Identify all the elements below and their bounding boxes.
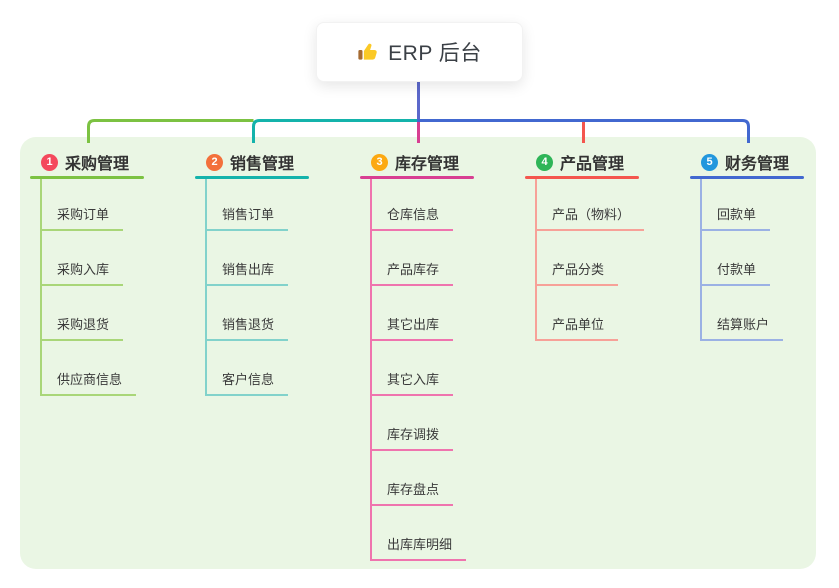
branch-number-badge: 2 [206, 153, 223, 171]
child-node[interactable]: 产品库存 [370, 256, 454, 286]
child-node[interactable]: 出库库明细 [370, 531, 467, 561]
child-node-label: 客户信息 [222, 372, 275, 387]
child-node[interactable]: 产品单位 [535, 311, 619, 341]
child-node[interactable]: 库存盘点 [370, 476, 454, 506]
branch-underline [690, 176, 804, 179]
branch-title: 采购管理 [65, 156, 130, 173]
child-node-label: 产品单位 [552, 317, 605, 332]
child-node[interactable]: 库存调拨 [370, 421, 454, 451]
child-node[interactable]: 其它出库 [370, 311, 454, 341]
child-node-label: 产品库存 [387, 262, 440, 277]
child-node[interactable]: 其它入库 [370, 366, 454, 396]
branch-node-1[interactable]: 1 采购管理 [41, 150, 129, 174]
child-node-label: 库存盘点 [387, 482, 440, 497]
mindmap-background-panel [20, 137, 816, 569]
branch-number-badge: 4 [536, 153, 553, 171]
branch-underline [525, 176, 639, 179]
child-node-label: 结算账户 [717, 317, 770, 332]
child-node-label: 采购订单 [57, 207, 110, 222]
branch-child-connector [205, 179, 207, 396]
branch-node-5[interactable]: 5 财务管理 [701, 150, 789, 174]
child-node-label: 产品分类 [552, 262, 605, 277]
child-node[interactable]: 产品分类 [535, 256, 619, 286]
child-node[interactable]: 仓库信息 [370, 201, 454, 231]
child-node[interactable]: 付款单 [700, 256, 771, 286]
child-node-label: 产品（物料） [552, 207, 631, 222]
branch-title: 库存管理 [395, 156, 460, 173]
child-node[interactable]: 结算账户 [700, 311, 784, 341]
branch-underline [30, 176, 144, 179]
child-node[interactable]: 销售出库 [205, 256, 289, 286]
child-node-label: 销售退货 [222, 317, 275, 332]
child-node-label: 出库库明细 [387, 537, 453, 552]
branch-underline [360, 176, 474, 179]
child-node[interactable]: 销售订单 [205, 201, 289, 231]
child-node-label: 采购退货 [57, 317, 110, 332]
branch-node-2[interactable]: 2 销售管理 [206, 150, 294, 174]
branch-title: 销售管理 [230, 156, 295, 173]
child-node-label: 库存调拨 [387, 427, 440, 442]
branch-node-4[interactable]: 4 产品管理 [536, 150, 624, 174]
thumbs-up-icon [358, 43, 377, 60]
branch-child-connector [535, 179, 537, 341]
child-node[interactable]: 采购入库 [40, 256, 124, 286]
child-node[interactable]: 产品（物料） [535, 201, 645, 231]
branch-number-badge: 1 [41, 153, 58, 171]
child-node[interactable]: 回款单 [700, 201, 771, 231]
child-node[interactable]: 销售退货 [205, 311, 289, 341]
branch-node-3[interactable]: 3 库存管理 [371, 150, 459, 174]
child-node-label: 销售订单 [222, 207, 275, 222]
child-node-label: 供应商信息 [57, 372, 123, 387]
child-node-label: 销售出库 [222, 262, 275, 277]
child-node-label: 回款单 [717, 207, 757, 222]
branch-underline [195, 176, 309, 179]
child-node-label: 付款单 [717, 262, 757, 277]
child-node[interactable]: 采购订单 [40, 201, 124, 231]
child-node-label: 其它出库 [387, 317, 440, 332]
branch-number-badge: 5 [701, 153, 718, 171]
child-node[interactable]: 客户信息 [205, 366, 289, 396]
root-node[interactable]: ERP 后台 [316, 22, 523, 82]
child-node[interactable]: 采购退货 [40, 311, 124, 341]
branch-child-connector [700, 179, 702, 341]
child-node-label: 采购入库 [57, 262, 110, 277]
branch-number-badge: 3 [371, 153, 388, 171]
child-node-label: 仓库信息 [387, 207, 440, 222]
branch-title: 财务管理 [725, 156, 790, 173]
child-node-label: 其它入库 [387, 372, 440, 387]
root-label: ERP 后台 [388, 42, 482, 65]
branch-child-connector [40, 179, 42, 396]
branch-child-connector [370, 179, 372, 561]
child-node[interactable]: 供应商信息 [40, 366, 137, 396]
branch-title: 产品管理 [560, 156, 625, 173]
